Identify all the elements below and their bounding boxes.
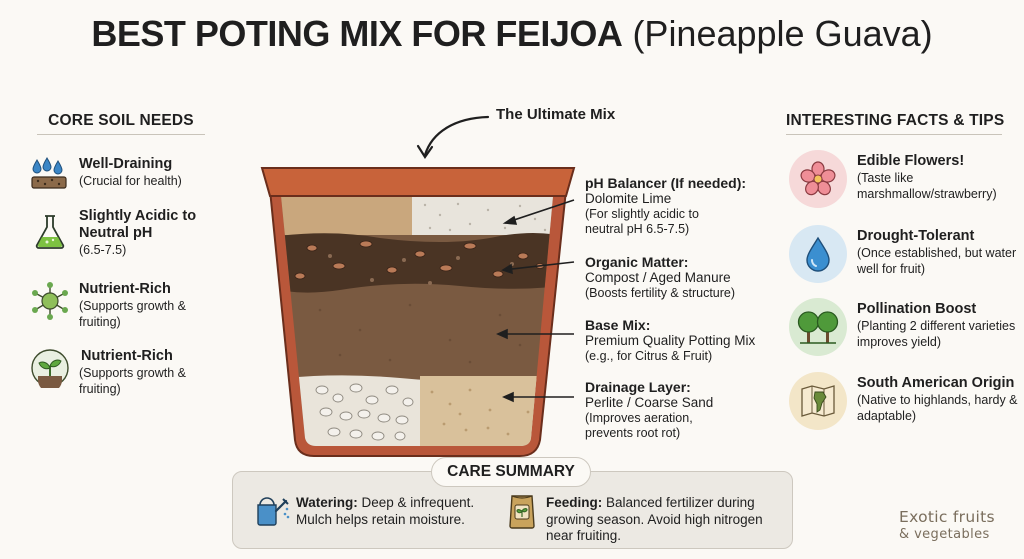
water-drop-icon (806, 236, 830, 272)
feeding-text: Balanced fertilizer during growing seaso… (546, 495, 763, 543)
trees-icon (797, 311, 839, 344)
core-soil-needs-header: CORE SOIL NEEDS (37, 112, 205, 135)
care-feeding: Feeding: Balanced fertilizer during grow… (546, 495, 776, 545)
fact-icon-circle (789, 372, 847, 430)
flask-icon (35, 215, 65, 249)
care-summary-title: CARE SUMMARY (431, 457, 591, 487)
need-desc: (Supports growth & fruiting) (79, 366, 186, 396)
layer-drainage: Drainage Layer: Perlite / Coarse Sand (I… (585, 379, 785, 441)
layer-desc: (For slightly acidic to neutral pH 6.5-7… (585, 207, 699, 236)
layer-title: pH Balancer (If needed): (585, 175, 747, 191)
brand-line-1: Exotic fruits (899, 508, 995, 526)
title-main: BEST POTING MIX FOR FEIJOA (91, 13, 623, 54)
layer-material: Dolomite Lime (585, 191, 672, 206)
brand-line-2: & vegetables (899, 527, 990, 542)
need-title: Slightly Acidic to Neutral pH (79, 208, 197, 241)
water-drops-soil-icon (31, 157, 67, 189)
need-desc: (6.5-7.5) (79, 243, 127, 257)
facts-tips-header: INTERESTING FACTS & TIPS (786, 112, 1004, 135)
page-title: BEST POTING MIX FOR FEIJOA (Pineapple Gu… (0, 12, 1024, 56)
flower-icon (800, 161, 836, 196)
arrow-organic-layer (502, 261, 575, 271)
fact-title: Drought-Tolerant (857, 228, 975, 244)
fact-desc: (Planting 2 different varieties improves… (857, 319, 1016, 349)
layer-title: Drainage Layer: (585, 379, 691, 395)
fact-title: Pollination Boost (857, 301, 977, 317)
ultimate-mix-arrow (416, 115, 490, 159)
layer-ph-balancer: pH Balancer (If needed): Dolomite Lime (… (585, 175, 785, 237)
need-title: Nutrient-Rich (81, 348, 173, 364)
fact-icon-circle (789, 298, 847, 356)
fact-icon-circle (789, 150, 847, 208)
need-desc: (Supports growth & fruiting) (79, 299, 186, 329)
nutrient-molecule-icon (32, 282, 68, 320)
layer-material: Compost / Aged Manure (585, 270, 731, 285)
seedling-icon (31, 349, 69, 388)
south-america-map-icon (801, 385, 835, 417)
title-subtitle: (Pineapple Guava) (632, 13, 933, 54)
layer-desc: (Boosts fertility & structure) (585, 286, 736, 300)
brand-logo: Exotic fruits & vegetables (899, 509, 1019, 543)
layer-desc: (e.g., for Citrus & Fruit) (585, 349, 713, 363)
fact-title: South American Origin (857, 375, 1015, 391)
watering-can-icon (257, 497, 290, 526)
layer-material: Premium Quality Potting Mix (585, 333, 756, 348)
fact-icon-circle (789, 225, 847, 283)
fact-desc: (Once established, but water well for fr… (857, 246, 1017, 276)
need-title: Well-Draining (79, 156, 173, 172)
layer-material: Perlite / Coarse Sand (585, 395, 714, 410)
fact-title: Edible Flowers! (857, 153, 965, 169)
feeding-label: Feeding: (546, 495, 603, 510)
watering-label: Watering: (296, 495, 358, 510)
fertilizer-bag-icon (509, 495, 535, 529)
layer-base-mix: Base Mix: Premium Quality Potting Mix (e… (585, 317, 785, 364)
layer-desc: (Improves aeration, prevents root rot) (585, 411, 693, 440)
layer-title: Organic Matter: (585, 254, 689, 270)
need-desc: (Crucial for health) (79, 174, 182, 188)
fact-desc: (Native to highlands, hardy & adaptable) (857, 393, 1018, 423)
need-title: Nutrient-Rich (79, 281, 171, 297)
care-watering: Watering: Deep & infrequent. Mulch helps… (296, 495, 496, 528)
ultimate-mix-label: The Ultimate Mix (496, 106, 616, 123)
layer-organic-matter: Organic Matter: Compost / Aged Manure (B… (585, 254, 785, 301)
pot-rim (260, 167, 576, 197)
fact-desc: (Taste like marshmallow/strawberry) (857, 171, 997, 201)
watering-text: Deep & infrequent. Mulch helps retain mo… (296, 495, 475, 527)
layer-title: Base Mix: (585, 317, 651, 333)
arrow-ph-layer (504, 199, 575, 224)
